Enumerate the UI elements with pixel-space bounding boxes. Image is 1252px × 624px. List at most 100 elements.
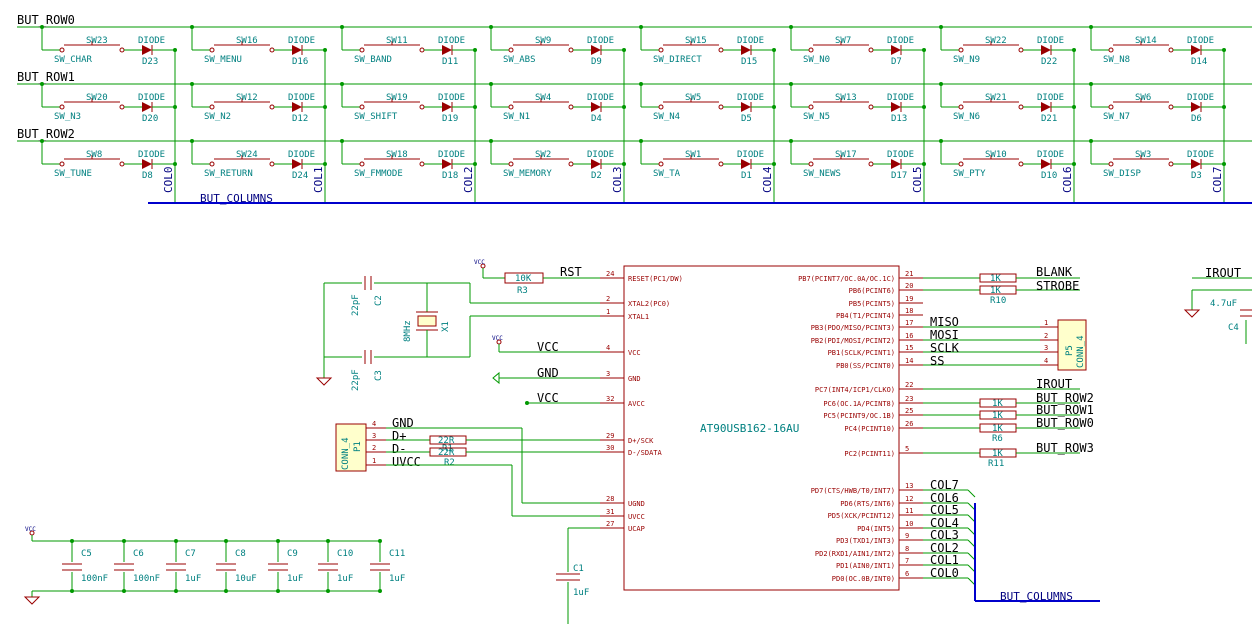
diode-symbol — [591, 45, 601, 55]
diode-value: DIODE — [587, 150, 614, 160]
diode-ref: D13 — [891, 114, 907, 124]
switch-ref: SW7 — [835, 36, 851, 46]
switch-ref: SW9 — [535, 36, 551, 46]
diode-symbol — [442, 159, 452, 169]
mcu-pin-number: 9 — [905, 532, 909, 540]
net-blank: BLANK — [1036, 265, 1073, 279]
p1-ref: P1 — [353, 441, 363, 452]
diode-ref: D19 — [442, 114, 458, 124]
diode-value: DIODE — [737, 36, 764, 46]
switch-contact — [868, 161, 874, 167]
switch-ref: SW10 — [985, 150, 1007, 160]
mcu-pin-name: UGND — [628, 500, 645, 508]
switch-contact — [119, 47, 125, 53]
junction-dot — [1072, 105, 1076, 109]
switch-ref: SW16 — [236, 36, 258, 46]
gnd-arrow — [492, 371, 500, 385]
switch-name: SW_N7 — [1103, 112, 1130, 122]
p5-value: CONN_4 — [1076, 335, 1086, 368]
switch-contact — [508, 161, 514, 167]
junction-dot — [173, 162, 177, 166]
r2-ref: R2 — [444, 458, 455, 468]
row-label-2: BUT_ROW2 — [17, 127, 75, 141]
junction-dot — [789, 82, 793, 86]
mcu-pin-number: 14 — [905, 357, 913, 365]
junction-dot — [224, 589, 228, 593]
junction-dot — [489, 139, 493, 143]
diode-symbol — [741, 159, 751, 169]
diode-value: DIODE — [1187, 150, 1214, 160]
c4-ref: C4 — [1228, 323, 1239, 333]
net-miso: MISO — [930, 315, 959, 329]
junction-dot — [622, 48, 626, 52]
bypass-cap-ref: C7 — [185, 549, 196, 559]
r6-ref: R6 — [992, 434, 1003, 444]
diode-ref: D24 — [292, 171, 308, 181]
col-net-label: COL4 — [930, 516, 959, 530]
junction-dot — [622, 105, 626, 109]
mcu-pin-number: 30 — [606, 444, 614, 452]
mcu-pin-name: PB2(PDI/MOSI/PCINT2) — [811, 337, 895, 345]
junction-dot — [772, 162, 776, 166]
mcu-pin-name: XTAL2(PC0) — [628, 300, 670, 308]
r3-ref: R3 — [517, 286, 528, 296]
junction-dot — [340, 82, 344, 86]
switch-ref: SW20 — [86, 93, 108, 103]
mcu-pin-number: 18 — [905, 307, 913, 315]
switch-contact — [1108, 47, 1114, 53]
bus-entry — [967, 577, 976, 586]
c1-ref: C1 — [573, 564, 584, 574]
mcu-pin-number: 19 — [905, 295, 913, 303]
mcu-pin-name: PB3(PDO/MISO/PCINT3) — [811, 324, 895, 332]
switch-name: SW_N4 — [653, 112, 680, 122]
switch-ref: SW15 — [685, 36, 707, 46]
junction-dot — [772, 48, 776, 52]
switch-ref: SW13 — [835, 93, 857, 103]
switch-contact — [718, 161, 724, 167]
mcu-pin-number: 10 — [905, 520, 913, 528]
col-net-label: COL5 — [930, 503, 959, 517]
diode-ref: D6 — [1191, 114, 1202, 124]
switch-contact — [958, 104, 964, 110]
switch-name: SW_ABS — [503, 55, 536, 65]
mcu-name: AT90USB162-16AU — [700, 422, 799, 435]
switch-contact — [1168, 161, 1174, 167]
net-gnd-pin3: GND — [537, 366, 559, 380]
mcu-pin-name: XTAL1 — [628, 313, 649, 321]
diode-value: DIODE — [438, 36, 465, 46]
mcu-pin-number: 29 — [606, 432, 614, 440]
mcu-pin-number: 5 — [905, 445, 909, 453]
mcu-pin-name: PC4(PCINT10) — [844, 425, 895, 433]
mcu-pin-number: 3 — [606, 370, 610, 378]
diode-value: DIODE — [138, 93, 165, 103]
mcu-pin-name: GND — [628, 375, 641, 383]
net-irout: IROUT — [1036, 377, 1072, 391]
diode-ref: D10 — [1041, 171, 1057, 181]
bus-entry — [967, 489, 976, 498]
diode-value: DIODE — [138, 36, 165, 46]
switch-contact — [568, 161, 574, 167]
r1-ref: R1 — [442, 444, 453, 454]
r11-value: 1K — [992, 449, 1003, 459]
switch-name: SW_N1 — [503, 112, 530, 122]
switch-ref: SW17 — [835, 150, 857, 160]
switch-contact — [419, 47, 425, 53]
col-net-label: COL3 — [930, 528, 959, 542]
col-net-label: COL1 — [930, 553, 959, 567]
column-label-4: COL4 — [761, 166, 774, 193]
mcu-pin-name: PD3(TXD1/INT3) — [836, 537, 895, 545]
diode-value: DIODE — [1187, 36, 1214, 46]
